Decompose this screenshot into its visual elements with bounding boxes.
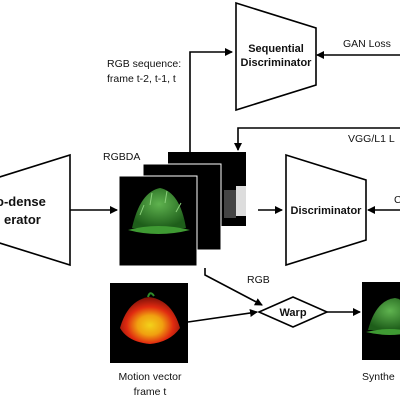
vgg-l1-loss-label: VGG/L1 L [348,133,395,145]
cut-label-c: C [394,194,400,206]
warp-block: Warp [257,296,329,328]
rgbda-label: RGBDA [103,151,140,163]
generator-label-line2: erator [4,212,41,227]
synthesized-image [362,282,400,360]
arrow-vgg-loss [234,127,400,151]
warp-label: Warp [279,307,306,319]
generator-label-line1: o-dense [0,194,46,209]
alpha-strip [236,186,246,216]
connections [70,48,400,323]
arrow-frames-to-warp [204,268,263,306]
motion-vector-image [110,283,188,363]
discriminator-block: Discriminator [285,153,367,267]
motion-vector-label-line2: frame t [134,386,167,398]
rgb-label: RGB [247,274,270,286]
motion-vector-label-line1: Motion vector [118,371,182,383]
seq-disc-label-line1: Sequential [248,43,304,55]
depth-strip [224,190,236,218]
gan-loss-label: GAN Loss [343,38,391,50]
arrow-frames-to-seq-disc [189,48,233,153]
rgb-sequence-label-line2: frame t-2, t-1, t [107,73,176,85]
synthesized-label-line1: Synthe [362,371,395,383]
rgb-sequence-label-line1: RGB sequence: [107,58,181,70]
arrow-motion-to-warp [187,309,258,323]
seq-disc-label-line2: Discriminator [241,57,313,69]
disc-label: Discriminator [291,205,363,217]
sequential-discriminator-block: Sequential Discriminator [235,1,317,112]
generator-block: o-dense erator [0,153,71,267]
rgbda-frame-stack [118,152,246,267]
foliage-image [128,188,190,234]
